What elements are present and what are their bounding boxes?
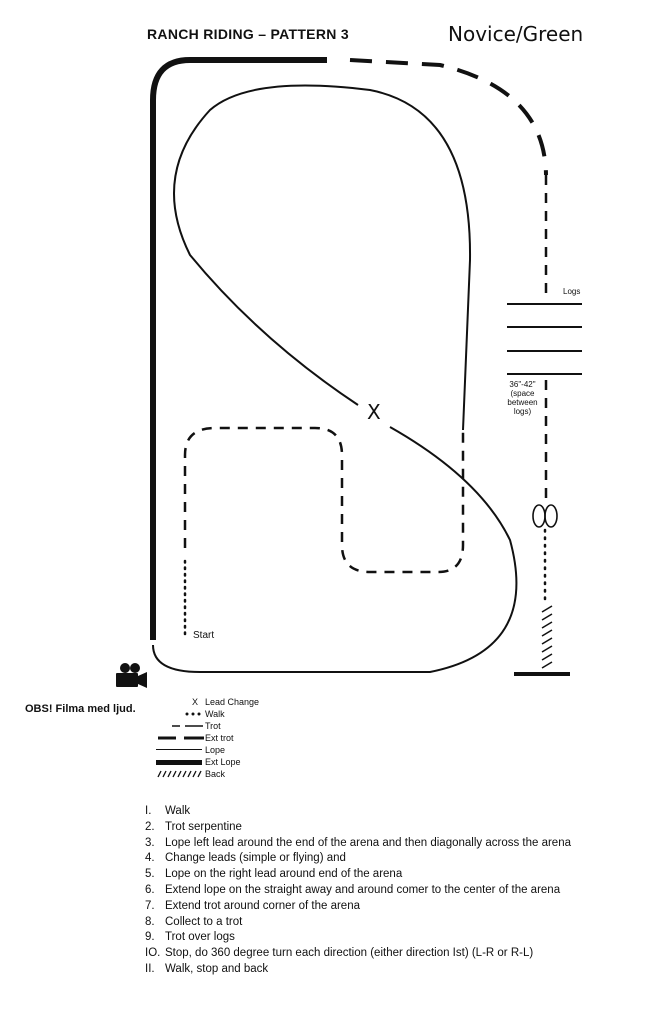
legend-item-trot: Trot: [150, 720, 300, 732]
legend: X Lead Change Walk Trot Ext trot Lope Ex…: [150, 696, 300, 786]
legend-label: Ext trot: [205, 733, 234, 743]
step-item: 6.Extend lope on the straight away and a…: [145, 883, 561, 896]
step-item: 4.Change leads (simple or flying) and: [145, 852, 346, 865]
lope-right-lead-path: [152, 426, 518, 673]
step-item: 8.Collect to a trot: [145, 915, 243, 928]
ext-lope-path: [150, 57, 327, 640]
step-item: IO.Stop, do 360 degree turn each directi…: [145, 947, 534, 960]
legend-item-ext-trot: Ext trot: [150, 732, 300, 744]
log-spacing-label: 36"-42" (space between logs): [507, 380, 538, 416]
legend-symbol-dotted: [185, 712, 201, 716]
video-camera-icon: [116, 663, 147, 688]
pattern-diagram: [116, 57, 582, 688]
logs-label: Logs: [563, 287, 581, 296]
film-note: OBS! Filma med ljud.: [25, 703, 136, 715]
legend-symbol-x: X: [192, 697, 199, 707]
spin-left: [532, 504, 546, 528]
legend-label: Ext Lope: [205, 757, 241, 767]
legend-item-walk: Walk: [150, 708, 300, 720]
legend-symbol-long-dash: [158, 736, 204, 740]
legend-item-back: Back: [150, 768, 300, 780]
step-item: 9.Trot over logs: [145, 931, 235, 944]
step-item: 2.Trot serpentine: [145, 820, 242, 833]
legend-item-lead-change: X Lead Change: [150, 696, 300, 708]
step-item: 5.Lope on the right lead around end of t…: [145, 868, 403, 881]
legend-symbol-hatch: [157, 770, 202, 778]
step-item: 3.Lope left lead around the end of the a…: [145, 836, 571, 849]
level-label: Novice/Green: [448, 22, 584, 46]
legend-symbol-short-dash: [172, 725, 203, 727]
legend-label: Lead Change: [205, 697, 260, 707]
back-hatch: [541, 605, 553, 669]
spin-right: [544, 504, 558, 528]
trot-serpentine-path: [183, 426, 465, 574]
legend-label: Trot: [205, 721, 221, 731]
lope-left-lead-path: [173, 84, 472, 431]
legend-symbol-solid-thick: [156, 760, 202, 765]
lead-change-mark: X: [367, 400, 381, 424]
pattern-title: RANCH RIDING – PATTERN 3: [147, 26, 349, 42]
step-list: I.Walk 2.Trot serpentine 3.Lope left lea…: [145, 804, 595, 978]
legend-item-lope: Lope: [150, 744, 300, 756]
legend-symbol-solid-thin: [156, 749, 202, 750]
ext-trot-path: [349, 58, 548, 176]
legend-label: Walk: [205, 709, 225, 719]
start-label: Start: [193, 630, 215, 641]
legend-item-ext-lope: Ext Lope: [150, 756, 300, 768]
legend-label: Lope: [205, 745, 226, 755]
legend-label: Back: [205, 769, 226, 779]
step-item: I.Walk: [145, 805, 191, 817]
step-item: 7.Extend trot around corner of the arena: [145, 899, 360, 912]
step-item: II.Walk, stop and back: [145, 962, 269, 975]
